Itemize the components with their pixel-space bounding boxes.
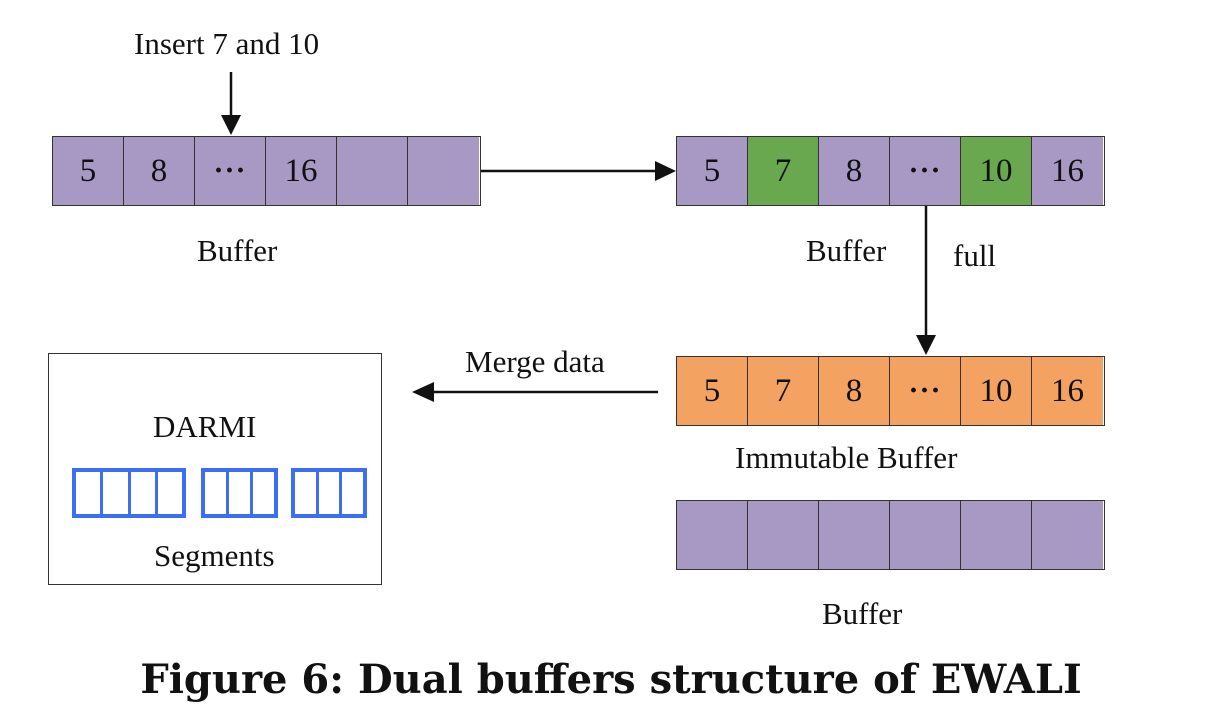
insert-label: Insert 7 and 10	[134, 26, 320, 61]
segments-label: Segments	[154, 538, 275, 573]
merge-label: Merge data	[465, 344, 605, 379]
buffer-top-left-label: Buffer	[197, 233, 278, 268]
transfer-arrowhead	[655, 161, 676, 181]
buffer-cell-empty	[677, 501, 748, 569]
buffer-cell-empty	[337, 137, 408, 205]
full-label: full	[953, 238, 997, 273]
buffer-cell-inserted: 7	[748, 137, 819, 205]
segment-slot	[295, 472, 319, 514]
segment-slot	[103, 472, 131, 514]
buffer-cell: 5	[53, 137, 124, 205]
buffer-cell-empty	[1032, 501, 1103, 569]
segment-slot	[158, 472, 182, 514]
segment-group	[291, 468, 367, 518]
buffer-cell: 16	[1032, 137, 1103, 205]
buffer-bottom-right-label: Buffer	[822, 596, 903, 631]
buffer-cell-empty	[961, 501, 1032, 569]
buffer-cell: 5	[677, 137, 748, 205]
segment-slot	[131, 472, 158, 514]
buffer-cell: 16	[1032, 357, 1103, 425]
full-arrowhead	[916, 335, 936, 355]
buffer-cell-ellipsis: ···	[890, 137, 961, 205]
segment-slot	[229, 472, 253, 514]
buffer-cell-empty	[408, 137, 479, 205]
buffer-cell-inserted: 10	[961, 137, 1032, 205]
merge-arrowhead	[412, 382, 434, 402]
figure-caption: Figure 6: Dual buffers structure of EWAL…	[140, 656, 1082, 703]
segment-slot	[76, 472, 104, 514]
buffer-cell-empty	[819, 501, 890, 569]
buffer-cell-empty	[890, 501, 961, 569]
buffer-top-left: 5 8 ··· 16	[52, 136, 481, 206]
darmi-title: DARMI	[153, 409, 257, 444]
buffer-cell: 8	[819, 137, 890, 205]
segment-slot	[253, 472, 274, 514]
segment-slot	[205, 472, 229, 514]
buffer-cell: 8	[124, 137, 195, 205]
buffer-cell: 7	[748, 357, 819, 425]
immutable-buffer-label: Immutable Buffer	[735, 440, 958, 475]
segment-group	[201, 468, 278, 518]
buffer-cell: 10	[961, 357, 1032, 425]
segment-group	[72, 468, 186, 518]
buffer-cell-ellipsis: ···	[195, 137, 266, 205]
buffer-top-right-label: Buffer	[806, 233, 887, 268]
buffer-cell: 16	[266, 137, 337, 205]
buffer-top-right: 5 7 8 ··· 10 16	[676, 136, 1105, 206]
immutable-buffer: 5 7 8 ··· 10 16	[676, 356, 1105, 426]
buffer-bottom-right	[676, 500, 1105, 570]
buffer-cell-ellipsis: ···	[890, 357, 961, 425]
buffer-cell: 5	[677, 357, 748, 425]
buffer-cell-empty	[748, 501, 819, 569]
buffer-cell: 8	[819, 357, 890, 425]
segment-slot	[342, 472, 363, 514]
segment-slot	[319, 472, 343, 514]
insert-arrowhead	[221, 115, 241, 135]
